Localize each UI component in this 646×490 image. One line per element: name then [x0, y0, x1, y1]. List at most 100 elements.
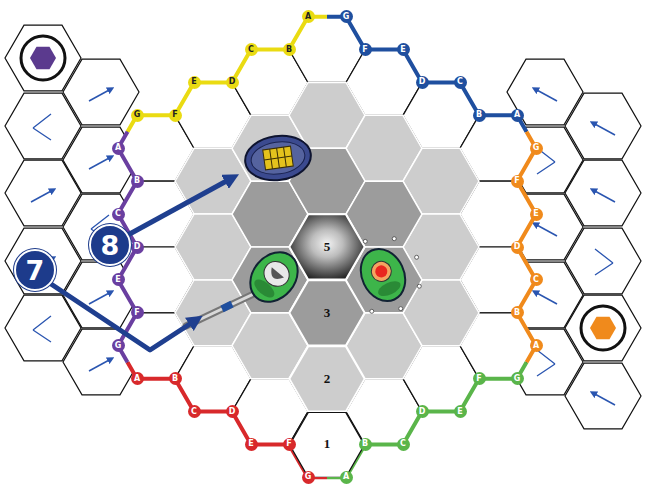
board-graphic	[264, 156, 292, 160]
start-token-hex	[30, 47, 56, 70]
edge-letter: B	[511, 306, 524, 319]
edge-letter: E	[397, 43, 410, 56]
edge-letter: G	[131, 109, 144, 122]
panel-hex	[565, 295, 641, 361]
edge-letter: A	[340, 471, 353, 484]
edge-letter: G	[340, 10, 353, 23]
edge-letter: C	[188, 405, 201, 418]
edge-letter: C	[530, 273, 543, 286]
range-dot	[392, 237, 396, 241]
edge-letter: A	[302, 10, 315, 23]
edge-letter: F	[283, 438, 296, 451]
move-arrow	[593, 393, 615, 405]
panel-hex	[565, 160, 641, 226]
move-arrow	[535, 292, 557, 304]
numbered-hex: 3	[289, 280, 365, 346]
robot-blue	[242, 132, 313, 185]
board-graphic	[249, 138, 307, 177]
edge-letter: C	[397, 438, 410, 451]
numbered-hex: 5	[289, 214, 365, 280]
edge-letter: E	[530, 208, 543, 221]
edge-letter: E	[245, 438, 258, 451]
edge-letter: A	[530, 339, 543, 352]
range-dot	[415, 255, 419, 259]
move-arrow	[89, 292, 111, 304]
move-arrow	[535, 89, 557, 101]
hex-shape	[290, 412, 365, 477]
numbered-hex: 2	[289, 346, 365, 412]
range-dot	[399, 307, 403, 311]
cell-number: 1	[324, 436, 331, 452]
edge-letter: E	[454, 405, 467, 418]
board-graphic	[263, 146, 294, 170]
board-graphic	[251, 276, 277, 301]
edge-letter: F	[473, 372, 486, 385]
board-hex	[289, 214, 365, 280]
board-graphic	[368, 258, 395, 285]
side-panel	[5, 25, 641, 429]
edge-letter: F	[169, 109, 182, 122]
move-arrows	[33, 114, 51, 140]
edge-strip	[327, 17, 527, 132]
panel-hex	[565, 363, 641, 429]
start-token-hex	[590, 317, 616, 340]
edge-letter: D	[511, 241, 524, 254]
board-graphic	[373, 263, 389, 279]
board-grid	[118, 17, 536, 478]
hex-shape	[290, 346, 365, 411]
edge-letter: C	[245, 43, 258, 56]
start-token	[581, 306, 625, 350]
edge-letter: D	[416, 405, 429, 418]
edge-letter: B	[169, 372, 182, 385]
edge-strip	[128, 17, 328, 132]
board-graphic	[242, 132, 313, 185]
edge-letter: B	[283, 43, 296, 56]
panel-hex	[565, 228, 641, 294]
edge-strips	[118, 17, 536, 478]
range-dot	[370, 309, 374, 313]
edge-letter: D	[131, 241, 144, 254]
board-graphic	[186, 290, 262, 326]
edge-letter: G	[302, 471, 315, 484]
hex-shape	[290, 280, 365, 345]
move-arrow	[593, 123, 615, 135]
edge-letter: A	[112, 142, 125, 155]
edge-letter: B	[359, 438, 372, 451]
edge-letter: B	[473, 109, 486, 122]
callout-number: 8	[89, 224, 131, 266]
edge-letter: C	[112, 208, 125, 221]
edge-letter: G	[511, 372, 524, 385]
move-arrows	[595, 249, 613, 275]
callout-arrow	[126, 178, 232, 236]
move-arrows	[537, 350, 555, 376]
edge-letter: F	[359, 43, 372, 56]
range-dot	[363, 239, 367, 243]
cell-number: 2	[324, 371, 331, 387]
move-arrow	[31, 190, 53, 202]
edge-letter: D	[226, 76, 239, 89]
board-graphic	[267, 267, 284, 283]
panel-hex	[63, 59, 139, 125]
edge-letter: F	[131, 306, 144, 319]
move-arrow	[593, 190, 615, 202]
move-arrow	[89, 157, 111, 169]
edge-letter: E	[112, 273, 125, 286]
edge-letter: E	[188, 76, 201, 89]
edge-letter: D	[226, 405, 239, 418]
board-graphic	[222, 304, 232, 309]
board-graphic	[186, 290, 262, 326]
edge-letter: A	[131, 372, 144, 385]
move-arrow	[535, 224, 557, 236]
callout-number: 7	[14, 249, 56, 291]
robot-gun	[186, 290, 262, 326]
edge-letter: B	[131, 175, 144, 188]
edge-letter: G	[530, 142, 543, 155]
cell-number: 3	[324, 305, 331, 321]
start-token	[21, 36, 65, 80]
range-dot	[417, 284, 421, 288]
move-arrows	[33, 316, 51, 342]
hex-shape	[290, 215, 365, 280]
edge-letter: A	[511, 109, 524, 122]
edge-letter: C	[454, 76, 467, 89]
numbered-hex: 1	[289, 412, 365, 478]
